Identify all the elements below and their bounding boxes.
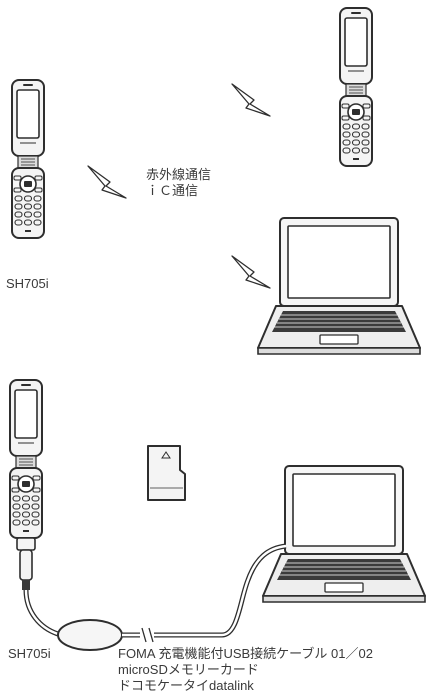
signal-bolt-to-comm-icon (87, 165, 127, 199)
signal-bolt-to-laptop-icon (231, 255, 271, 289)
datalink-software-label: ドコモケータイdatalink (118, 678, 254, 693)
signal-bolt-to-phone-icon (231, 83, 271, 117)
target-laptop-icon (257, 217, 421, 355)
comm-label-ic: ｉＣ通信 (146, 183, 199, 198)
usb-phone-icon (9, 379, 43, 539)
source-phone-icon (11, 79, 45, 239)
microsd-card-icon (147, 445, 186, 501)
usb-cable (16, 537, 287, 651)
microsd-label: microSDメモリーカード (118, 662, 259, 677)
comm-label-infrared: 赤外線通信 (146, 167, 212, 182)
source-phone-label: SH705i (6, 276, 49, 291)
target-phone-icon (339, 7, 373, 167)
cable-label: FOMA 充電機能付USB接続ケーブル 01／02 (118, 646, 373, 661)
usb-laptop-icon (262, 465, 426, 603)
usb-phone-label: SH705i (8, 646, 51, 661)
